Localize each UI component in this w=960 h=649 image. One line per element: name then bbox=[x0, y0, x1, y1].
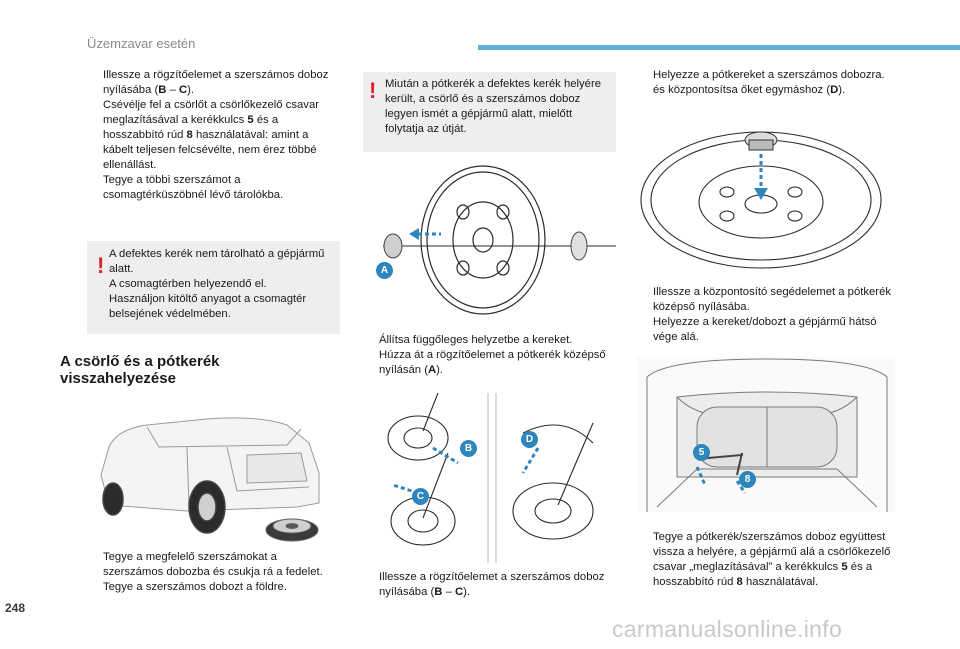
bullet-marker-icon bbox=[637, 530, 653, 590]
bullet-item: Tegye a pótkerék/szerszámos doboz együtt… bbox=[637, 530, 895, 590]
bullet-marker-icon bbox=[637, 68, 653, 98]
warning-icon-2: ! bbox=[369, 78, 377, 103]
bullet-item: Csévélje fel a csörlőt a csörlőkezelő cs… bbox=[87, 98, 340, 173]
col1-bullets: Illessze a rögzítőelemet a szerszámos do… bbox=[87, 68, 340, 203]
col2-bullets-2: Illessze a rögzítőelemet a szerszámos do… bbox=[363, 570, 616, 600]
spare-wheel-fastener-illustration bbox=[383, 165, 616, 315]
bullet-marker-icon bbox=[363, 348, 379, 378]
col3-bullets-2: Illessze a központosító segédelemet a pó… bbox=[637, 285, 895, 345]
label-5-badge: 5 bbox=[693, 444, 710, 461]
bullet-text: Tegye a szerszámos dobozt a földre. bbox=[103, 581, 287, 593]
car-with-spare-wheel-illustration bbox=[100, 417, 320, 542]
col1-warning-text: A defektes kerék nem tárolható a gépjárm… bbox=[109, 248, 325, 320]
bullet-marker-icon bbox=[363, 333, 379, 348]
bullet-marker-icon bbox=[637, 285, 653, 315]
bullet-text: Húzza át a rögzítőelemet a pótkerék közé… bbox=[379, 349, 606, 376]
bullet-text: Illessze a rögzítőelemet a szerszámos do… bbox=[103, 69, 329, 96]
bullet-item: Tegye a többi szerszámot a csomagtérküsz… bbox=[87, 173, 340, 203]
label-d-badge: D bbox=[521, 431, 538, 448]
bullet-text: Tegye a többi szerszámot a csomagtérküsz… bbox=[103, 174, 284, 201]
col3-bullets-3: Tegye a pótkerék/szerszámos doboz együtt… bbox=[637, 530, 895, 590]
col3-bullets: Helyezze a pótkereket a szerszámos doboz… bbox=[637, 68, 895, 98]
bullet-marker-icon bbox=[87, 550, 103, 580]
bullet-marker-icon bbox=[637, 315, 653, 345]
bullet-marker-icon bbox=[363, 570, 379, 600]
section-header-title: Üzemzavar esetén bbox=[87, 36, 196, 51]
col1-bullets-2: Tegye a megfelelő szerszámokat a szerszá… bbox=[87, 550, 340, 595]
bullet-text: Illessze a központosító segédelemet a pó… bbox=[653, 286, 892, 313]
bullet-marker-icon bbox=[87, 68, 103, 98]
bullet-text: Helyezze a kereket/dobozt a gépjármű hát… bbox=[653, 316, 877, 343]
bullet-item: Tegye a szerszámos dobozt a földre. bbox=[87, 580, 340, 595]
label-a-badge: A bbox=[376, 262, 393, 279]
bullet-item: Illessze a rögzítőelemet a szerszámos do… bbox=[87, 68, 340, 98]
col2-warning-box: ! Miután a pótkerék a defektes kerék hel… bbox=[363, 72, 616, 152]
label-b-badge: B bbox=[460, 440, 477, 457]
bullet-marker-icon bbox=[87, 580, 103, 595]
col2-warning-text: Miután a pótkerék a defektes kerék helyé… bbox=[385, 78, 602, 135]
bullet-text: Helyezze a pótkereket a szerszámos doboz… bbox=[653, 69, 885, 96]
section-title: A csörlő és a pótkerék visszahelyezése bbox=[60, 353, 220, 387]
bullet-item: Húzza át a rögzítőelemet a pótkerék közé… bbox=[363, 348, 616, 378]
trunk-winch-illustration bbox=[637, 357, 895, 512]
header-accent-bar bbox=[478, 45, 960, 50]
bullet-text: Állítsa függőleges helyzetbe a kereket. bbox=[379, 334, 573, 346]
bullet-item: Helyezze a kereket/dobozt a gépjármű hát… bbox=[637, 315, 895, 345]
col2-bullets: Állítsa függőleges helyzetbe a kereket. H… bbox=[363, 333, 616, 378]
bullet-text: Tegye a megfelelő szerszámokat a szerszá… bbox=[103, 551, 323, 578]
bullet-item: Illessze a központosító segédelemet a pó… bbox=[637, 285, 895, 315]
bullet-text: Csévélje fel a csörlőt a csörlőkezelő cs… bbox=[103, 99, 319, 171]
label-c-badge: C bbox=[412, 488, 429, 505]
bullet-item: Állítsa függőleges helyzetbe a kereket. bbox=[363, 333, 616, 348]
bullet-item: Illessze a rögzítőelemet a szerszámos do… bbox=[363, 570, 616, 600]
bullet-text: Tegye a pótkerék/szerszámos doboz együtt… bbox=[653, 531, 891, 588]
label-8-badge: 8 bbox=[739, 471, 756, 488]
toolbox-insertion-illustration bbox=[387, 393, 594, 563]
col1-warning-box: ! A defektes kerék nem tárolható a gépjá… bbox=[87, 241, 340, 334]
warning-icon: ! bbox=[97, 253, 105, 278]
bullet-marker-icon bbox=[87, 98, 103, 173]
bullet-marker-icon bbox=[87, 173, 103, 203]
page-number: 248 bbox=[5, 601, 26, 615]
bullet-item: Tegye a megfelelő szerszámokat a szerszá… bbox=[87, 550, 340, 580]
bullet-item: Helyezze a pótkereket a szerszámos doboz… bbox=[637, 68, 895, 98]
spare-wheel-on-toolbox-illustration bbox=[640, 131, 882, 269]
bullet-text: Illessze a rögzítőelemet a szerszámos do… bbox=[379, 571, 605, 598]
watermark: carmanualsonline.info bbox=[612, 616, 843, 642]
